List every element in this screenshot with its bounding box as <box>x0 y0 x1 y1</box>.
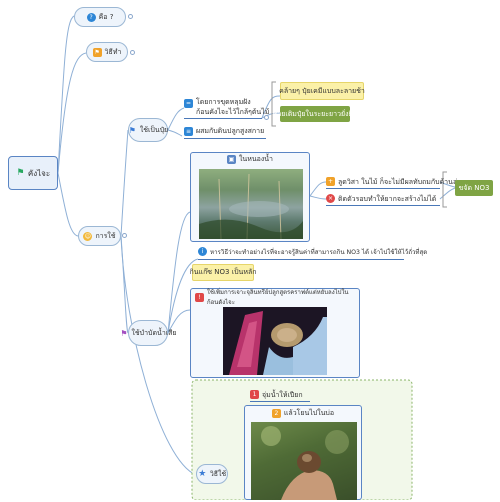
fert-item-1-underline <box>184 118 262 119</box>
node-use-fertilizer[interactable]: ⚑ ใช้เป็นปุ๋ย <box>128 118 168 142</box>
no3-callout: กินแก๊ซ NO3 เป็นหลัก <box>190 264 256 281</box>
branch-usage[interactable]: ☺ การใช้ <box>78 226 121 246</box>
fert-item-1[interactable]: = โดยการขุดหลุมฝัง ก้อนคังไจะไว้ใกล้ๆต้น… <box>184 97 269 119</box>
flag-square-icon: ⚑ <box>92 47 102 57</box>
use-fertilizer-label: ใช้เป็นปุ๋ย <box>139 125 169 134</box>
pond-photo <box>199 169 303 240</box>
tips-step-1[interactable]: 1 จุ่มน้ำให้เปียก <box>250 389 340 401</box>
question-icon: ? <box>86 12 96 22</box>
node-water-treatment[interactable]: ⚑ ใช้บำบัดน้ำเสีย <box>120 320 177 346</box>
branch-howto[interactable]: ⚑ วิธีทำ <box>86 42 128 62</box>
soak-info[interactable]: i หารวิธีว่าจะทำอย่างไรที่จะอาจรู้สินค่า… <box>198 246 427 258</box>
collapse-toggle[interactable] <box>264 115 269 120</box>
node-how-to-use[interactable]: ★ วิธีใช้ <box>196 464 228 484</box>
photo-box-microbe-title: ! ใช้เพิ่มการเจาะจุลินทรีย์ปลูกสูตรคราฟต… <box>195 289 359 306</box>
photo-box-pond-title: ▣ ในหนองน้ำ <box>227 154 273 164</box>
collapse-toggle[interactable] <box>128 14 133 19</box>
fert-item-2-underline <box>184 138 266 139</box>
info-icon: i <box>198 247 207 256</box>
branch-what[interactable]: ? คือ ? <box>74 7 126 27</box>
branch-howto-label: วิธีทำ <box>104 47 122 56</box>
image-icon: ▣ <box>227 154 237 164</box>
tips-step-1-underline <box>250 401 310 402</box>
soak-info-underline <box>198 259 404 260</box>
microbe-photo-detail <box>223 307 327 375</box>
throw-photo <box>251 422 357 500</box>
microbe-photo <box>223 307 327 375</box>
photo-box-pond[interactable]: ▣ ในหนองน้ำ <box>190 152 310 242</box>
fert-item-1-line2: ก้อนคังไจะไว้ใกล้ๆต้นไม้ <box>196 108 270 116</box>
soak-pros[interactable]: + ลูดวิสา ในไม้ ก็จะไม่มีผลทับถมกับด้านล… <box>326 177 465 186</box>
water-treatment-label: ใช้บำบัดน้ำเสีย <box>131 328 177 337</box>
plus-icon: + <box>326 177 335 186</box>
photo-box-microbe[interactable]: ! ใช้เพิ่มการเจาะจุลินทรีย์ปลูกสูตรคราฟต… <box>190 288 360 378</box>
close-icon: × <box>326 194 335 203</box>
flag-icon: ⚑ <box>128 125 136 135</box>
soak-cons-underline <box>326 205 440 206</box>
fert-item-2-label: ผสมกับดินปลูกสูงสกาย <box>196 127 265 135</box>
fert-item-2[interactable]: ≡ ผสมกับดินปลูกสูงสกาย <box>184 126 264 138</box>
fert-note-callout: คล้ายๆ ปุ๋ยเคมีแบบละลายช้า <box>279 82 365 100</box>
root-node[interactable]: ⚑ คังไจะ <box>8 156 58 190</box>
photo-box-throw[interactable]: 2 แล้วโยนไปในบ่อ <box>244 405 362 500</box>
number-1-icon: 1 <box>250 390 259 399</box>
collapse-toggle[interactable] <box>122 233 127 238</box>
flag-icon: ⚑ <box>16 168 25 178</box>
layers-icon: ≡ <box>184 127 193 136</box>
soak-pros-underline <box>326 188 440 189</box>
photo-box-throw-title: 2 แล้วโยนไปในบ่อ <box>245 407 361 419</box>
star-icon: ★ <box>198 469 207 479</box>
throw-photo-detail <box>261 426 349 500</box>
equals-icon: = <box>184 99 193 108</box>
smiley-icon: ☺ <box>83 231 93 241</box>
no3-tag: ขจัด NO3 <box>455 180 493 196</box>
root-label: คังไจะ <box>27 168 51 178</box>
flag-icon: ⚑ <box>120 328 128 338</box>
branch-usage-label: การใช้ <box>95 231 116 240</box>
fert-note-green: ช่วยเติมปุ๋ยในระยะยาวยั่งยืน <box>273 106 357 122</box>
pond-photo-detail <box>199 173 303 240</box>
soak-cons[interactable]: × ติดตัวรอบทำให้ยากจะสร้างไม่ได้ <box>326 194 437 203</box>
collapse-toggle[interactable] <box>130 50 135 55</box>
fert-item-1-line1: โดยการขุดหลุมฝัง <box>196 98 251 106</box>
branch-what-label: คือ ? <box>98 12 114 21</box>
number-2-icon: 2 <box>271 408 281 418</box>
thermometer-icon: ! <box>195 292 204 302</box>
